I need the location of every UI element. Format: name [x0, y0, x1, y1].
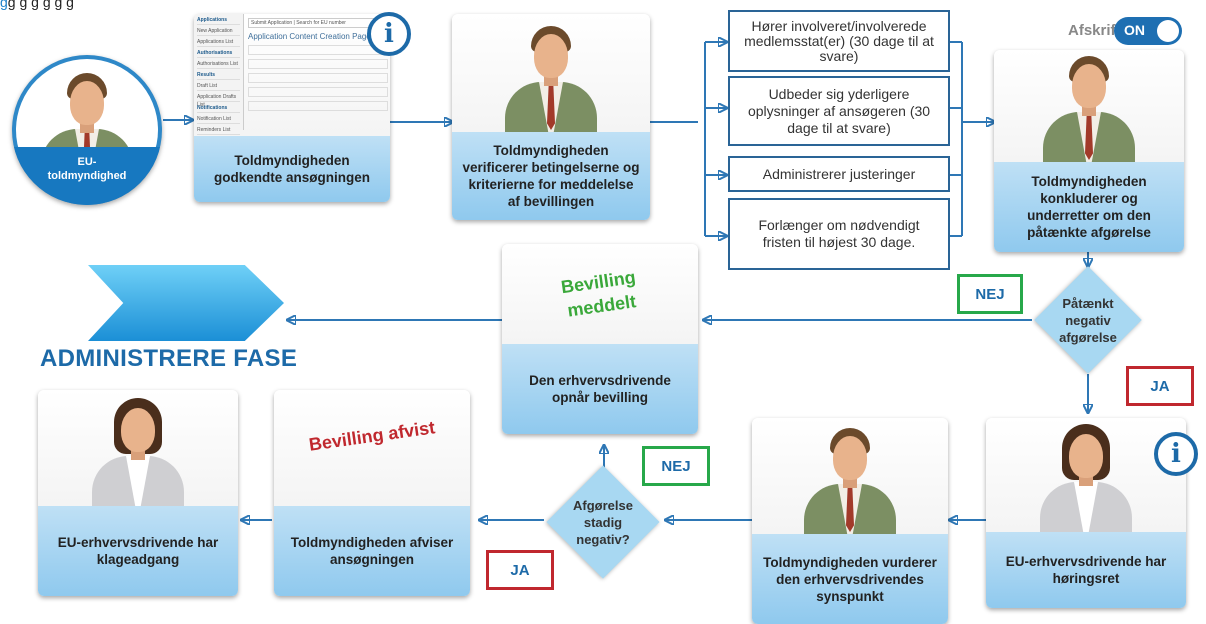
start-label: EU- toldmyndighed	[12, 147, 162, 205]
afskrift-toggle[interactable]: ON	[1114, 17, 1182, 45]
box-consult-member-states: Hører involveret/involverede medlemsstat…	[728, 10, 950, 72]
card-hearing: EU-erhvervsdrivende har høringsret	[986, 418, 1186, 608]
card-reject-caption: Toldmyndigheden afviser ansøgningen	[274, 506, 470, 596]
mini-sidebar-item: Applications	[197, 16, 240, 25]
mini-sidebar-item: Notification List	[197, 115, 240, 124]
card-conclude-caption: Toldmyndigheden konkluderer og underrett…	[994, 162, 1184, 252]
card-assess: Toldmyndigheden vurderer den erhvervsdri…	[752, 418, 948, 624]
woman-icon	[86, 398, 190, 506]
start-circle: EU- toldmyndighed	[12, 55, 162, 205]
mini-sidebar-item: Results	[197, 71, 240, 80]
info-icon[interactable]: i	[367, 12, 411, 56]
card-reject: Toldmyndigheden afviser ansøgningen	[274, 390, 470, 596]
man-icon	[798, 426, 902, 534]
card-appeal-caption: EU-erhvervsdrivende har klageadgang	[38, 506, 238, 596]
mini-sidebar-item: Draft List	[197, 82, 240, 91]
card-verify-caption: Toldmyndigheden verificerer betingelsern…	[452, 132, 650, 220]
card-granted: Den erhvervsdrivende opnår bevilling	[502, 244, 698, 434]
decision-intended-label: Påtænkt negativ afgørelse	[1059, 295, 1117, 345]
box-extend-deadline: Forlænger om nødvendigt fristen til høje…	[728, 198, 950, 270]
mini-sidebar-item: Reminders List	[197, 126, 240, 135]
box-adjustments: Administrerer justeringer	[728, 156, 950, 192]
card-approved-caption: Toldmyndigheden godkendte ansøgningen	[194, 136, 390, 202]
tag-nej-top: NEJ	[957, 274, 1023, 314]
phase-title: ADMINISTRERE FASE	[40, 345, 298, 372]
toggle-value: ON	[1124, 22, 1145, 38]
toggle-label: Afskrift:	[1068, 22, 1126, 39]
card-verify: Toldmyndigheden verificerer betingelsern…	[452, 14, 650, 220]
card-hearing-caption: EU-erhvervsdrivende har høringsret	[986, 532, 1186, 608]
mini-sidebar-item: Authorisations List	[197, 60, 240, 69]
tag-ja-bottom: JA	[486, 550, 554, 590]
card-assess-caption: Toldmyndigheden vurderer den erhvervsdri…	[752, 534, 948, 624]
tag-ja-right: JA	[1126, 366, 1194, 406]
man-icon	[1037, 54, 1141, 162]
info-icon[interactable]: i	[1154, 432, 1198, 476]
mini-title: Application Content Creation Page	[248, 32, 371, 41]
mini-sidebar-item: Authorisations	[197, 49, 240, 58]
man-icon	[499, 24, 603, 132]
tag-nej-bottom: NEJ	[642, 446, 710, 486]
card-conclude: Toldmyndigheden konkluderer og underrett…	[994, 50, 1184, 252]
mini-sidebar-item: Application Drafts List	[197, 93, 240, 108]
top-text-fragment: gg g g g g g	[0, 0, 74, 10]
mini-sidebar-item: New Application	[197, 27, 240, 36]
decision-still-label: Afgørelse stadig negativ?	[573, 497, 633, 547]
card-appeal: EU-erhvervsdrivende har klageadgang	[38, 390, 238, 596]
woman-icon	[1034, 424, 1138, 532]
mini-sidebar-item: Applications List	[197, 38, 240, 47]
card-granted-caption: Den erhvervsdrivende opnår bevilling	[502, 344, 698, 434]
mini-sidebar-item: Notifications	[197, 104, 240, 113]
box-request-information: Udbeder sig yderligere oplysninger af an…	[728, 76, 950, 146]
